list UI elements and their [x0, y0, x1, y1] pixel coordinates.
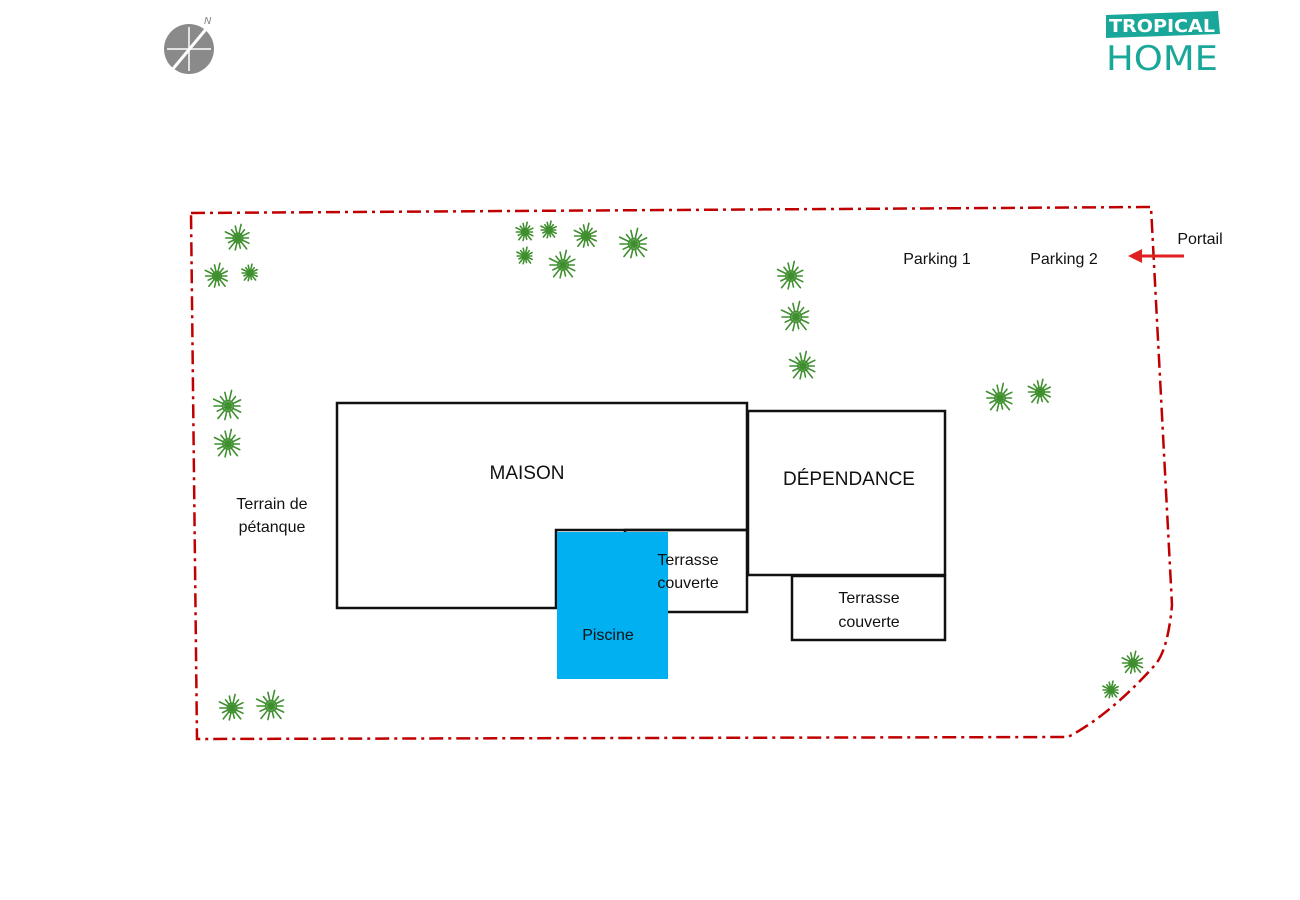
petanque-label-line-2: pétanque: [239, 519, 306, 536]
dependance-label: DÉPENDANCE: [783, 469, 915, 490]
tree-icon: [255, 689, 285, 721]
piscine: [557, 532, 668, 679]
parking-2-label: Parking 2: [1030, 251, 1098, 268]
terrasse-couverte-2: [790, 574, 947, 642]
terrasse-2-label-line-2: couverte: [838, 614, 899, 631]
tree-icon: [618, 227, 648, 259]
property-boundary: [189, 205, 1174, 741]
compass-north-label: N: [204, 16, 212, 27]
terrasse-1-label-line-1: Terrasse: [657, 552, 718, 569]
brand-logo: TROPICAL HOME: [1106, 11, 1220, 79]
tree-icon: [573, 222, 598, 248]
tree-icon: [212, 389, 242, 421]
tree-icon: [540, 220, 557, 239]
tree-icon: [985, 382, 1013, 412]
tree-icon: [1027, 378, 1051, 404]
dependance-outline: [746, 409, 947, 577]
tree-icon: [515, 221, 534, 242]
tree-icon: [218, 693, 244, 721]
maison-label: MAISON: [490, 463, 565, 484]
terrasse-2-label-line-1: Terrasse: [838, 590, 899, 607]
logo-line-1: TROPICAL: [1109, 16, 1215, 37]
tree-icon: [780, 300, 810, 332]
tree-icon: [776, 260, 804, 290]
gate-arrow-icon: [1128, 249, 1184, 263]
tree-icon: [241, 263, 258, 282]
logo-line-2: HOME: [1106, 39, 1218, 79]
tree-icon: [788, 350, 816, 380]
petanque-label-line-1: Terrain de: [236, 496, 307, 513]
tree-icon: [1121, 650, 1144, 675]
tree-icon: [516, 246, 533, 265]
parking-1-label: Parking 1: [903, 251, 971, 268]
maison-outline: [335, 401, 749, 610]
tree-icon: [204, 262, 228, 288]
terrasse-1-label-line-2: couverte: [657, 575, 718, 592]
portail-label: Portail: [1177, 231, 1222, 248]
tree-icon: [224, 223, 250, 251]
trees: [204, 220, 1144, 721]
compass-icon: N: [164, 16, 214, 74]
tree-icon: [213, 428, 241, 458]
piscine-label: Piscine: [582, 627, 634, 644]
tree-icon: [1102, 680, 1119, 699]
tree-icon: [548, 249, 576, 279]
